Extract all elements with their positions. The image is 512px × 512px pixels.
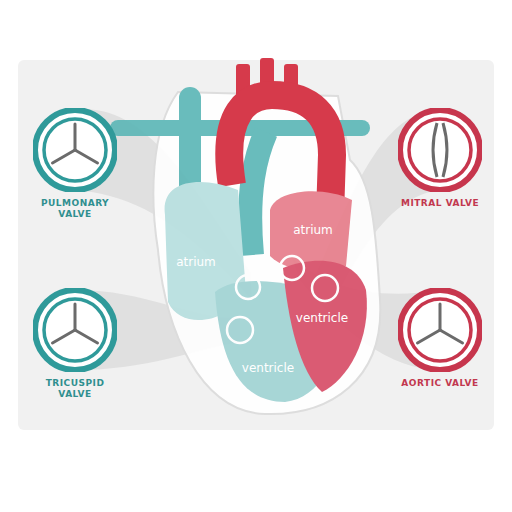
valve-symbol (398, 108, 482, 192)
valve-name: PULMONARY VALVE (33, 198, 117, 220)
valve-name: AORTIC VALVE (398, 378, 482, 389)
valve-name: MITRAL VALVE (398, 198, 482, 209)
chamber-label: ventricle (296, 311, 348, 325)
heart-outline (153, 92, 380, 414)
valve-icon: AORTIC VALVE (398, 288, 482, 389)
chamber-label: atrium (293, 223, 333, 237)
valve-icon: PULMONARY VALVE (33, 108, 117, 220)
valve-symbol (33, 288, 117, 372)
pulmonary-trunk (250, 132, 266, 255)
valve-icon: MITRAL VALVE (398, 108, 482, 209)
heart (118, 58, 380, 414)
valve-icon: TRICUSPID VALVE (33, 288, 117, 400)
valve-symbol (33, 108, 117, 192)
chamber-label: ventricle (242, 361, 294, 375)
valve-rings (227, 256, 338, 343)
chamber-label: atrium (176, 255, 216, 269)
valve-name: TRICUSPID VALVE (33, 378, 117, 400)
background-panel (18, 60, 494, 430)
valve-symbol (398, 288, 482, 372)
